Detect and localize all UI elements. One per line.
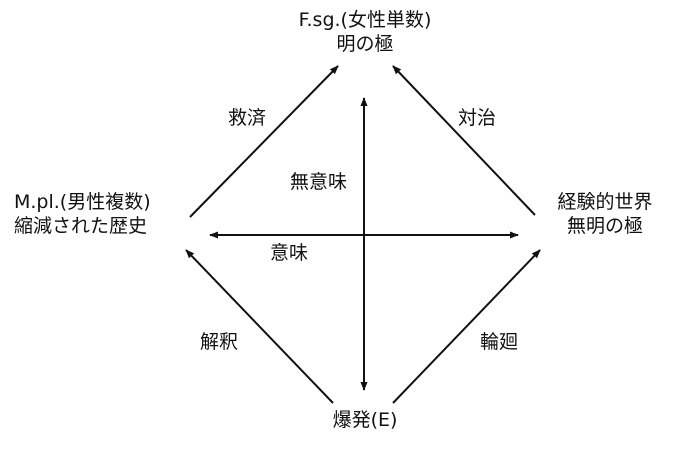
- node-left: M.pl.(男性複数) 縮減された歴史: [14, 190, 151, 238]
- edge-label-right-to-top: 対治: [458, 107, 497, 129]
- arrow-right-to-top: [392, 65, 536, 216]
- node-left-title: M.pl.(男性複数): [14, 191, 151, 213]
- edge-label-left-to-top: 救済: [228, 107, 267, 129]
- node-top: F.sg.(女性単数) 明の極: [240, 8, 490, 56]
- node-right: 経験的世界 無明の極: [540, 190, 670, 238]
- arrow-bottom-to-right: [392, 249, 541, 404]
- axis-label-horizontal: 意味: [270, 242, 309, 264]
- node-top-title: F.sg.(女性単数): [298, 9, 432, 31]
- node-top-subtitle: 明の極: [336, 33, 394, 55]
- arrow-bottom-to-left: [185, 249, 334, 404]
- arrow-left-to-top: [189, 65, 339, 218]
- edge-label-bottom-to-left: 解釈: [200, 331, 239, 353]
- node-right-subtitle: 無明の極: [566, 215, 643, 237]
- edge-label-bottom-to-right: 輪廻: [480, 331, 519, 353]
- node-bottom: 爆発(E): [290, 408, 440, 432]
- node-left-subtitle: 縮減された歴史: [14, 215, 148, 237]
- node-bottom-title: 爆発(E): [332, 409, 398, 431]
- axis-label-vertical: 無意味: [290, 171, 348, 193]
- node-right-title: 経験的世界: [557, 191, 653, 213]
